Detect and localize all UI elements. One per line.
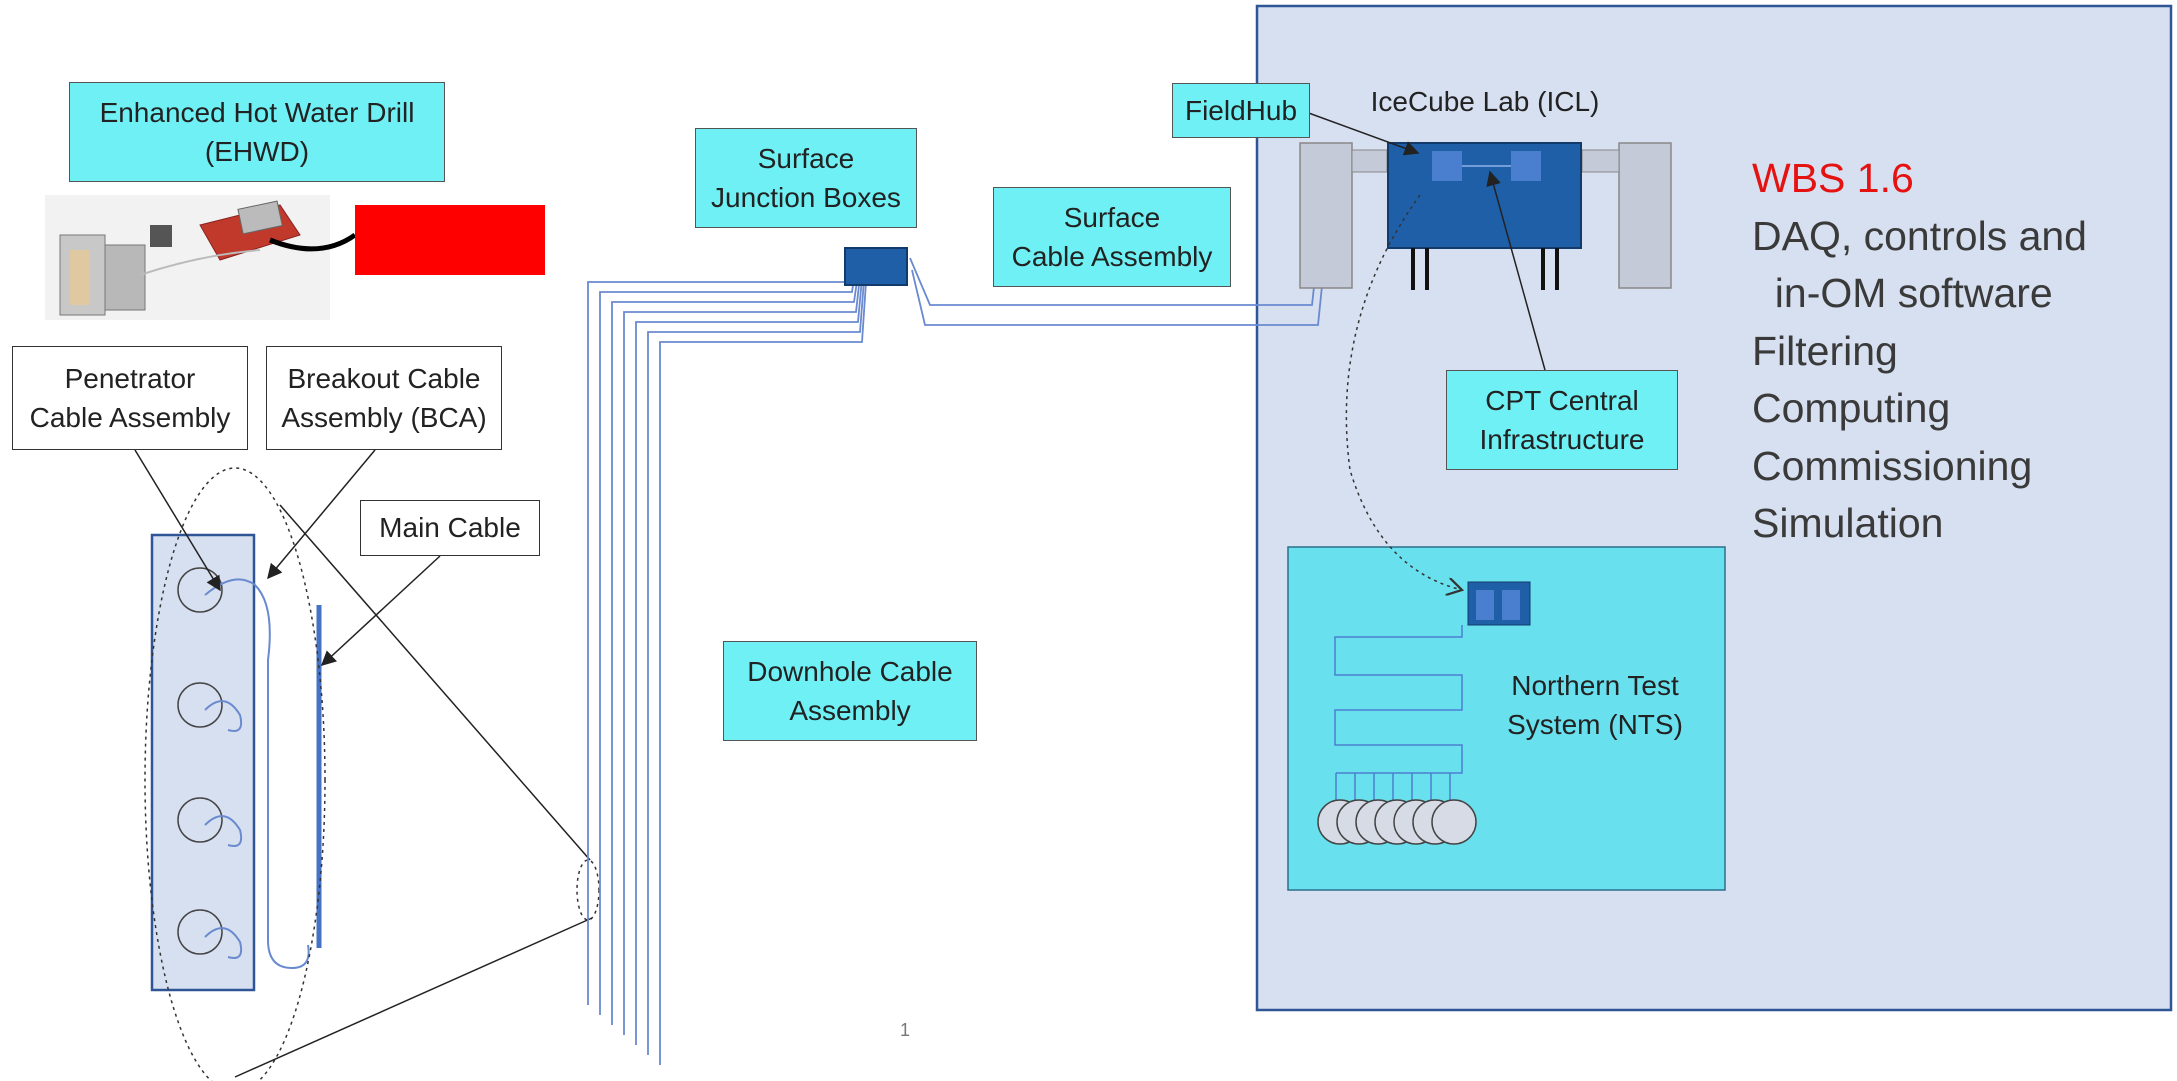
zoom-ellipse [144,467,326,1081]
downhole-cable-line [623,275,861,1035]
surface-junction-box-icon [844,247,908,286]
arrow-cpt [1486,170,1546,371]
zoom-target-ellipse [576,859,600,921]
arrow-penetrator [134,449,221,592]
penetrator-label: Penetrator Cable Assembly [12,346,248,450]
string-column [150,533,256,992]
page-number: 1 [900,1020,911,1040]
downhole-cable-line [587,269,853,1005]
downhole-cable-assembly-label: Downhole Cable Assembly [723,641,977,741]
wbs-item: Commissioning [1752,442,2033,489]
fieldhub-label: FieldHub [1172,83,1310,138]
breakout-cables [204,578,310,970]
sensor-module [177,909,223,955]
nts-label: Northern Test System (NTS) [1507,669,1683,740]
surface-cable-assembly-label: Surface Cable Assembly [993,187,1231,287]
downhole-cable-line [635,277,863,1045]
sensor-modules [177,567,223,955]
sensor-module [177,567,223,613]
surface-junction-boxes-label: Surface Junction Boxes [695,128,917,228]
nts-sensor-modules [1317,799,1477,845]
downhole-cable-line [611,273,859,1025]
downhole-cable-line [659,281,867,1065]
drill-illustration [45,195,357,320]
arrow-main-cable [320,555,441,667]
nts-serpentine-cable [1334,625,1463,774]
zoom-line-top [279,504,591,861]
wbs-item: Simulation [1752,500,1944,546]
wbs-item: in-OM software [1752,270,2053,316]
arrow-fieldhub [1294,107,1420,156]
wbs-item: DAQ, controls and [1752,212,2087,259]
zoom-line-bottom [234,917,593,1078]
breakout-label: Breakout Cable Assembly (BCA) [266,346,502,450]
nts-module [1431,799,1477,845]
wbs-item: Filtering [1752,327,1898,374]
icl-main-box [1387,142,1582,249]
wbs-header: WBS 1.6 [1752,155,1914,201]
icl-title: IceCube Lab (ICL) [1370,86,1600,118]
nts-device-icon [1467,581,1531,626]
wbs-list: WBS 1.6 DAQ, controls and in-OM software… [1752,150,2087,553]
cpt-central-infrastructure-label: CPT Central Infrastructure [1446,370,1678,470]
icl-building [1299,142,1672,290]
wbs-item: Computing [1752,385,1951,431]
ehwd-label: Enhanced Hot Water Drill (EHWD) [69,82,445,182]
arrow-breakout [267,449,376,580]
drill-red-box [355,205,545,275]
pointer-arrows [134,107,1546,667]
icl-to-nts-dotted-arrow [1345,194,1462,590]
main-cable-label: Main Cable [360,500,540,556]
sensor-module [177,682,223,728]
sensor-module [177,797,223,843]
downhole-cable-line [647,279,865,1055]
